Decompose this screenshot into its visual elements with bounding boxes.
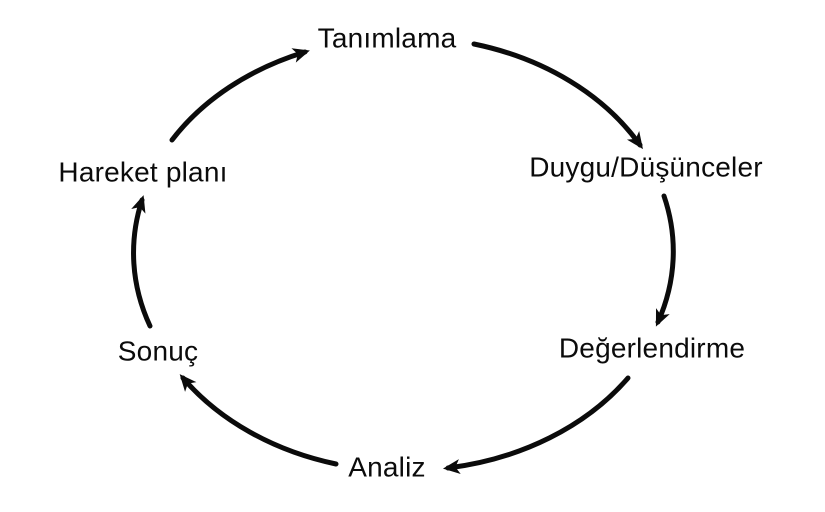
arrow-hareket-plani-to-tanimlama xyxy=(169,48,310,143)
node-hareket-plani: Hareket planı xyxy=(58,156,228,188)
arrow-duygu-dusunceler-to-degerlendirme xyxy=(655,193,676,327)
arrow-degerlendirme-to-analiz xyxy=(442,375,631,474)
node-tanimlama: Tanımlama xyxy=(317,22,457,54)
arrow-sonuc-to-hareket-plani xyxy=(131,195,153,329)
node-degerlendirme: Değerlendirme xyxy=(558,332,746,364)
arrow-analiz-to-sonuc xyxy=(179,374,339,467)
node-analiz: Analiz xyxy=(348,451,426,483)
node-duygu-dusunceler: Duygu/Düşünceler xyxy=(529,151,763,183)
node-sonuc: Sonuç xyxy=(117,335,199,367)
arrow-tanimlama-to-duygu-dusunceler xyxy=(471,41,643,150)
